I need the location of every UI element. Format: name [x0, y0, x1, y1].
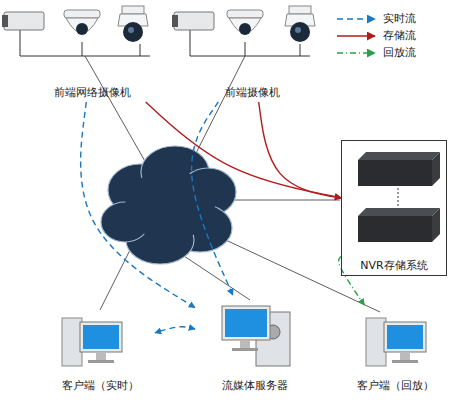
computer-icon: [366, 318, 426, 366]
legend-line-sample: [335, 30, 379, 42]
nvr-storage-box: NVR存储系统: [341, 140, 447, 276]
legend-label: 实时流: [383, 11, 416, 26]
legend-line: [337, 52, 375, 54]
node-label: NVR存储系统: [360, 259, 427, 272]
legend-label: 存储流: [383, 28, 416, 43]
legend-line: [337, 35, 375, 37]
camera-group: 前端摄像机: [178, 4, 326, 102]
camera-group: 前端网络摄像机: [10, 4, 175, 102]
network-cloud: [101, 146, 236, 264]
client-computer: 客户端（实时）: [45, 305, 155, 395]
node-label: 前端摄像机: [225, 86, 280, 99]
legend-label: 回放流: [383, 45, 416, 60]
legend-line-sample: [335, 47, 379, 59]
server-icon: [222, 306, 290, 366]
computer-icon: [62, 318, 122, 366]
node-label: 前端网络摄像机: [54, 86, 131, 99]
node-label: 流媒体服务器: [222, 379, 288, 392]
flow-connector: [192, 102, 233, 295]
node-label: 客户端（实时）: [62, 379, 139, 392]
media-server: 流媒体服务器: [195, 295, 315, 395]
camera-group-left: [2, 6, 150, 56]
legend-item: 回放流: [335, 44, 451, 61]
nvr-devices: [358, 152, 440, 242]
client-computer: 客户端（回放）: [340, 305, 450, 395]
flow-connector: [155, 327, 195, 333]
legend-line: [337, 18, 375, 20]
node-label: 客户端（回放）: [357, 379, 434, 392]
flow-connector: [259, 102, 341, 198]
legend-item: 存储流: [335, 27, 451, 44]
legend-line-sample: [335, 13, 379, 25]
flow-connector: [81, 102, 195, 308]
camera-group-right: [172, 6, 315, 56]
legend-item: 实时流: [335, 10, 451, 27]
flow-connector: [146, 102, 341, 198]
legend: 实时流存储流回放流: [335, 10, 451, 61]
